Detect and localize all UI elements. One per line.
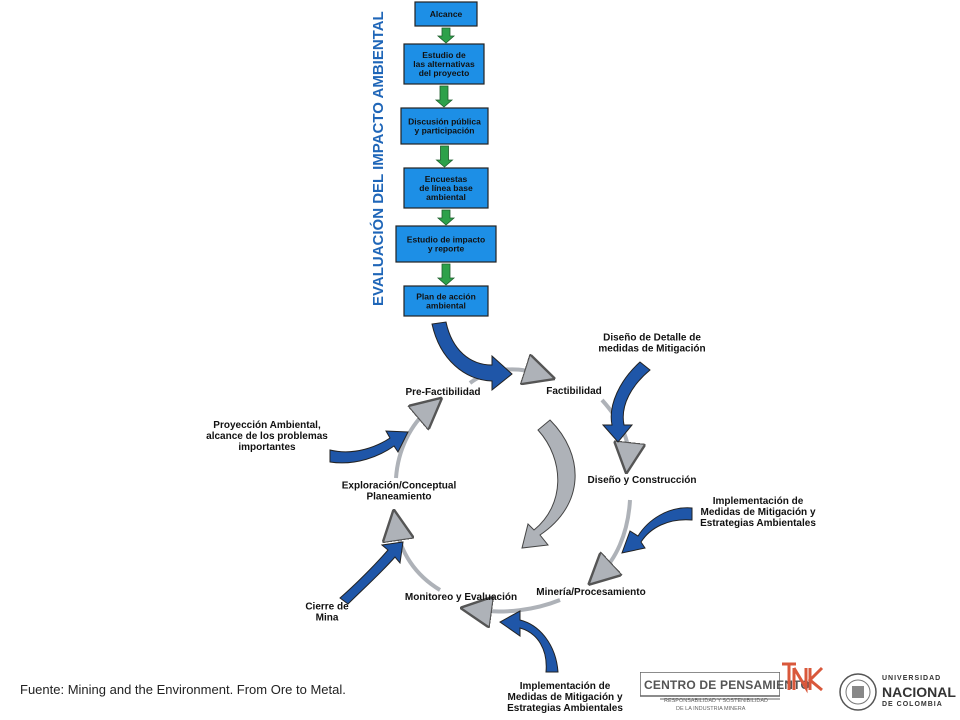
cycle-stage-label-line: Pre-Factibilidad [405, 387, 480, 398]
cycle-input-label-line: importantes [238, 442, 296, 453]
cycle-stage-label: Diseño y Construcción [588, 475, 697, 486]
eia-step-label-line: ambiental [426, 301, 466, 311]
input-arrows [329, 321, 693, 673]
eia-step-label-line: ambiental [426, 192, 466, 202]
cycle-input-label: Proyección Ambiental,alcance de los prob… [206, 420, 328, 453]
eia-step-label-line: y reporte [428, 244, 465, 254]
cycle-input-label-line: Proyección Ambiental, [213, 420, 321, 431]
eia-title: EVALUACIÓN DEL IMPACTO AMBIENTAL [369, 11, 387, 306]
eia-flow-arrows [434, 27, 456, 286]
blue-arrow-mine-closure [339, 541, 404, 605]
cp-logo-sub1: RESPONSABILIDAD Y SOSTENIBILIDAD [664, 698, 769, 704]
centro-pensamiento-logo [640, 672, 780, 700]
eia-step-label-line: Discusión pública [408, 117, 481, 127]
cycle-stage-label: Monitoreo y Evaluación [405, 592, 517, 603]
cycle-stage-label: Pre-Factibilidad [405, 387, 480, 398]
un-logo-line3: DE COLOMBIA [882, 701, 943, 708]
eia-step-label-line: de línea base [419, 183, 473, 193]
eia-step-label: Alcance [430, 9, 463, 19]
cycle-input-label-line: Implementación de [713, 496, 804, 507]
cycle-stage-label-line: Factibilidad [546, 386, 602, 397]
eia-step-label-line: Estudio de [422, 50, 466, 60]
cycle-stage-label-line: Planeamiento [366, 492, 431, 503]
eia-step-label-line: Encuestas [425, 174, 468, 184]
cycle-stage-label: Factibilidad [546, 386, 602, 397]
eia-step-label-line: Estudio de impacto [407, 235, 485, 245]
cycle-arrow-mineria-to-monitoreo [476, 600, 561, 612]
cycle-input-label-line: medidas de Mitigación [598, 344, 705, 355]
cycle-center-arrow [521, 419, 576, 549]
eia-step-label-line: las alternativas [413, 59, 475, 69]
blue-arrow-impl-bottom [499, 610, 559, 673]
cycle-stage-label-line: Minería/Procesamiento [536, 587, 645, 598]
eia-step-label-line: y participación [415, 126, 475, 136]
cp-logo-name: CENTRO DE PENSAMIENTO [644, 678, 810, 692]
blue-arrow-eia-to-cycle [431, 321, 513, 392]
cycle-stage-label-line: Diseño y Construcción [588, 475, 697, 486]
cycle-input-label-line: Estrategias Ambientales [507, 703, 623, 714]
cycle-input-label-line: Estrategias Ambientales [700, 518, 816, 529]
eia-step-label-line: del proyecto [419, 68, 470, 78]
cycle-input-label-line: Mina [316, 613, 339, 624]
eia-step-rect [403, 167, 489, 209]
tfk-logo [782, 662, 824, 694]
cycle-input-label-line: Medidas de Mitigación y [700, 507, 815, 518]
eia-step-label-line: Plan de acción [416, 292, 476, 302]
cycle-arrow-monitoreo-to-exploracion [396, 525, 442, 592]
green-down-arrow [434, 85, 454, 108]
eia-step-rect [403, 43, 485, 85]
cp-logo-sub2: DE LA INDUSTRIA MINERA [676, 706, 746, 712]
eia-step-box: Alcance [414, 1, 478, 27]
source-caption: Fuente: Mining and the Environment. From… [20, 682, 346, 697]
green-down-arrow [436, 27, 456, 44]
eia-step-rect [400, 107, 489, 145]
blue-arrow-impl-right [621, 507, 693, 554]
cycle-input-label-line: Cierre de [305, 602, 349, 613]
cycle-arrow-diseno-to-mineria [600, 499, 632, 574]
cycle-input-label-line: alcance de los problemas [206, 431, 328, 442]
cycle-input-label-line: Medidas de Mitigación y [507, 692, 622, 703]
blue-arrow-detail-design [601, 361, 651, 443]
cycle-stage-label-line: Exploración/Conceptual [342, 481, 457, 492]
eia-step-label-line: Alcance [430, 9, 463, 19]
blue-arrow-env-projection [329, 430, 409, 464]
cycle-stage-label-line: Monitoreo y Evaluación [405, 592, 517, 603]
cycle-arrow-exploracion-to-prefact [394, 408, 430, 479]
green-down-arrow [436, 263, 456, 286]
green-down-arrow [435, 145, 454, 168]
un-logo-line2: NACIONAL [882, 684, 956, 700]
green-down-arrow [436, 209, 456, 226]
eia-step-rect [414, 1, 478, 27]
cycle-input-label-line: Diseño de Detalle de [603, 333, 701, 344]
eia-step-rect [403, 285, 489, 317]
cycle-input-label-line: Implementación de [520, 681, 611, 692]
un-logo-line1: UNIVERSIDAD [882, 675, 942, 682]
eia-step-rect [395, 225, 497, 263]
un-seal-icon [839, 673, 877, 711]
cycle-stage-label: Minería/Procesamiento [536, 587, 645, 598]
